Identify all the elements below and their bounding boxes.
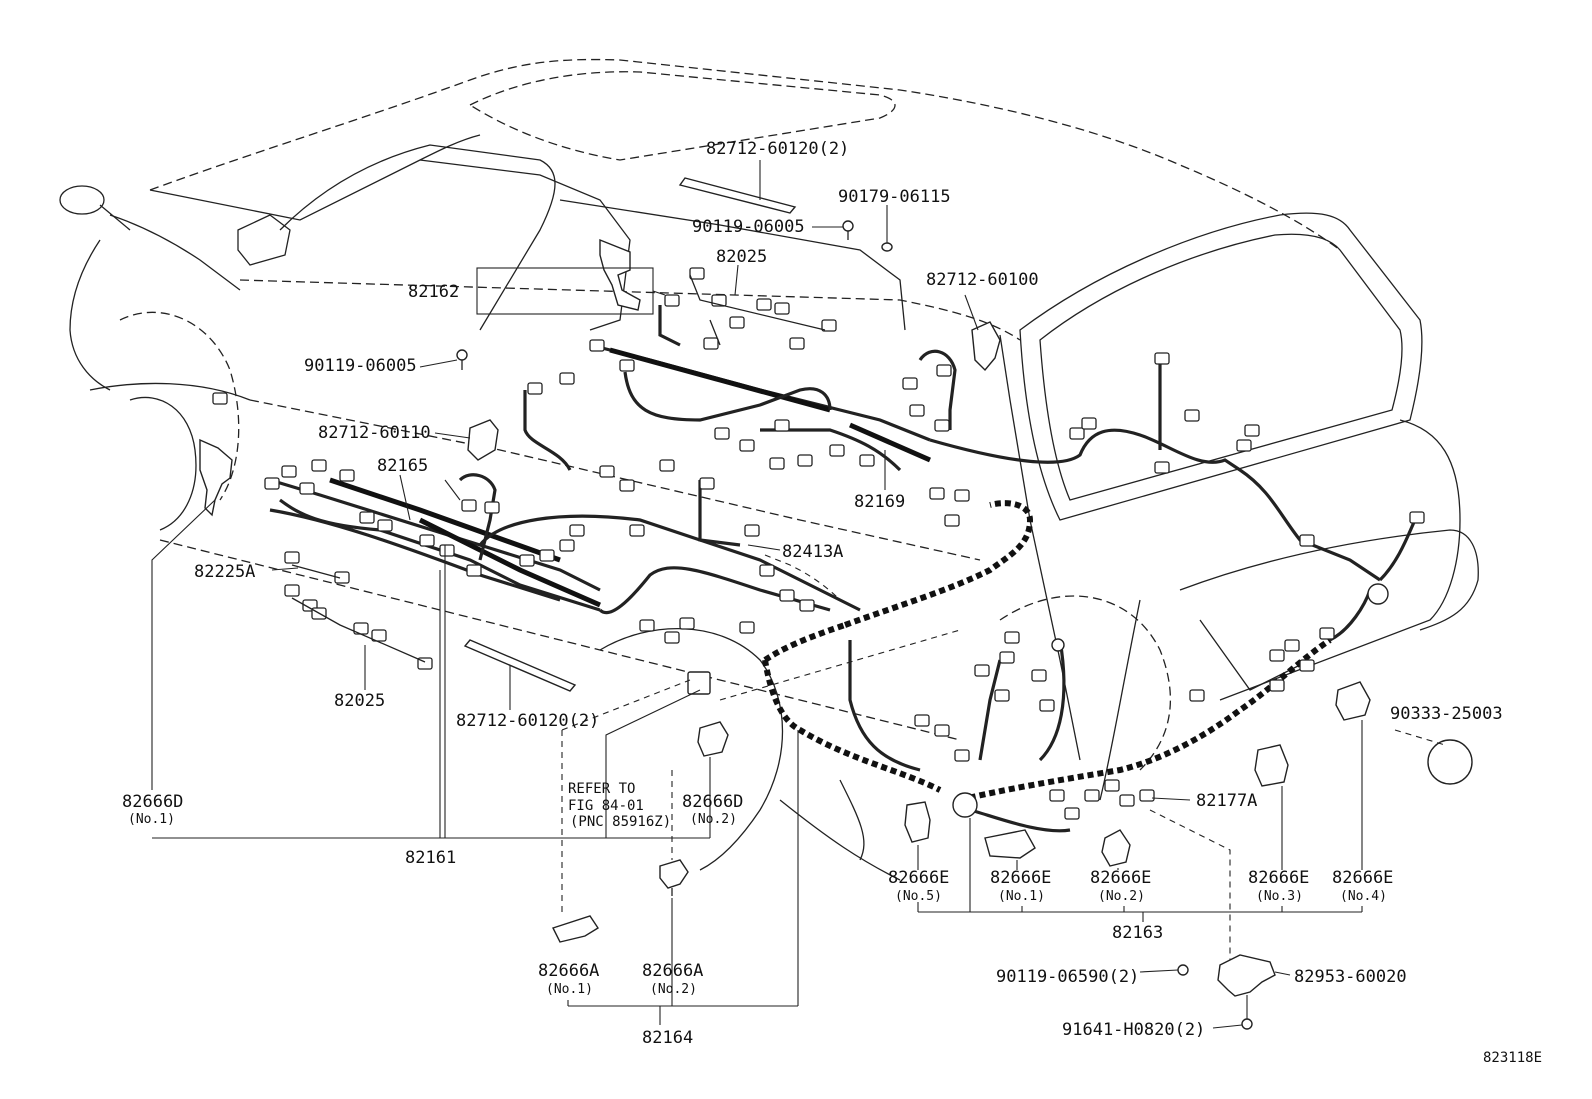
label-82025-top: 82025 <box>716 247 767 267</box>
label-91641-H0820: 91641-H0820(2) <box>1062 1020 1205 1040</box>
bracket-82953-60020 <box>1217 954 1276 997</box>
label-90333-25003: 90333-25003 <box>1390 704 1503 724</box>
label-82666E-no5: 82666E <box>888 868 949 888</box>
label-82666A-no1-sub: (No.1) <box>546 982 593 997</box>
label-90119-06005-b: 90119-06005 <box>304 356 417 376</box>
label-82666E-no3-sub: (No.3) <box>1256 889 1303 904</box>
label-82161: 82161 <box>405 848 456 868</box>
label-82177A: 82177A <box>1196 791 1257 811</box>
harness-lines <box>269 305 1417 833</box>
grommet-rear <box>952 792 978 818</box>
clip-82666E-no4 <box>1335 681 1371 721</box>
label-82666E-no4-sub: (No.4) <box>1340 889 1387 904</box>
label-82666E-no4: 82666E <box>1332 868 1393 888</box>
label-82666E-no2-sub: (No.2) <box>1098 889 1145 904</box>
label-82666E-no1: 82666E <box>990 868 1051 888</box>
connectors <box>212 267 1425 820</box>
label-82666D-no1-sub: (No.1) <box>128 812 175 827</box>
label-82666D-no1: 82666D <box>122 792 183 812</box>
label-82666E-no3: 82666E <box>1248 868 1309 888</box>
bracket-82162 <box>599 238 641 311</box>
label-82162: 82162 <box>408 282 459 302</box>
label-82666A-no2-sub: (No.2) <box>650 982 697 997</box>
sub-harness-leads <box>291 274 826 663</box>
nut-90179-06115 <box>881 242 893 252</box>
figure-code: 823118E <box>1483 1050 1542 1066</box>
label-90179-06115: 90179-06115 <box>838 187 951 207</box>
clip-82666A-no2 <box>659 859 689 889</box>
clip-82712-60100 <box>971 321 1001 372</box>
label-82712-60120-bottom: 82712-60120(2) <box>456 711 599 731</box>
grommet-rear-right <box>1367 583 1389 605</box>
protector-strip-bottom <box>463 639 577 692</box>
label-82225A: 82225A <box>194 562 255 582</box>
label-82712-60100: 82712-60100 <box>926 270 1039 290</box>
clip-82666E-no2 <box>1101 829 1131 867</box>
bolt-90119-06005-b <box>456 349 468 361</box>
label-82169: 82169 <box>854 492 905 512</box>
label-82666E-no5-sub: (No.5) <box>895 889 942 904</box>
protector-strip-top <box>678 177 797 214</box>
label-refer-fig: FIG 84-01 <box>568 798 644 814</box>
bolt-90119-06590 <box>1177 964 1189 976</box>
leader-lines <box>151 160 1446 1029</box>
label-refer-pnc: (PNC 85916Z) <box>570 814 671 830</box>
clip-82666E-no1 <box>984 829 1036 859</box>
grommet-roof <box>1051 638 1065 652</box>
label-82164: 82164 <box>642 1028 693 1048</box>
clip-82666D-no1 <box>199 438 233 517</box>
label-82413A: 82413A <box>782 542 843 562</box>
clip-82666A-no1 <box>552 915 599 943</box>
label-82666D-no2-sub: (No.2) <box>690 812 737 827</box>
label-82666E-no2: 82666E <box>1090 868 1151 888</box>
label-82712-60110: 82712-60110 <box>318 423 431 443</box>
relay <box>687 671 711 695</box>
clip-82666E-no3 <box>1254 744 1289 787</box>
label-82165: 82165 <box>377 456 428 476</box>
clip-82666D-no2 <box>697 721 729 757</box>
label-82163: 82163 <box>1112 923 1163 943</box>
label-82712-60120-top: 82712-60120(2) <box>706 139 849 159</box>
label-90119-06590: 90119-06590(2) <box>996 967 1139 987</box>
label-82666A-no1: 82666A <box>538 961 599 981</box>
vehicle-body-outline <box>59 58 1479 881</box>
clip-82666E-no5 <box>904 801 931 843</box>
label-82953-60020: 82953-60020 <box>1294 967 1407 987</box>
bolt-90119-06005-a <box>842 220 854 232</box>
bolt-91641-H0820 <box>1241 1018 1253 1030</box>
label-90119-06005-a: 90119-06005 <box>692 217 805 237</box>
clip-82712-60110 <box>467 419 499 461</box>
label-82666D-no2: 82666D <box>682 792 743 812</box>
parts <box>199 177 1473 1030</box>
label-82666A-no2: 82666A <box>642 961 703 981</box>
label-82666E-no1-sub: (No.1) <box>998 889 1045 904</box>
label-refer-to: REFER TO <box>568 781 635 797</box>
label-82025-bottom: 82025 <box>334 691 385 711</box>
labels: 82712-60120(2) 90179-06115 90119-06005 8… <box>122 139 1542 1066</box>
plug-90333-25003 <box>1427 739 1473 785</box>
